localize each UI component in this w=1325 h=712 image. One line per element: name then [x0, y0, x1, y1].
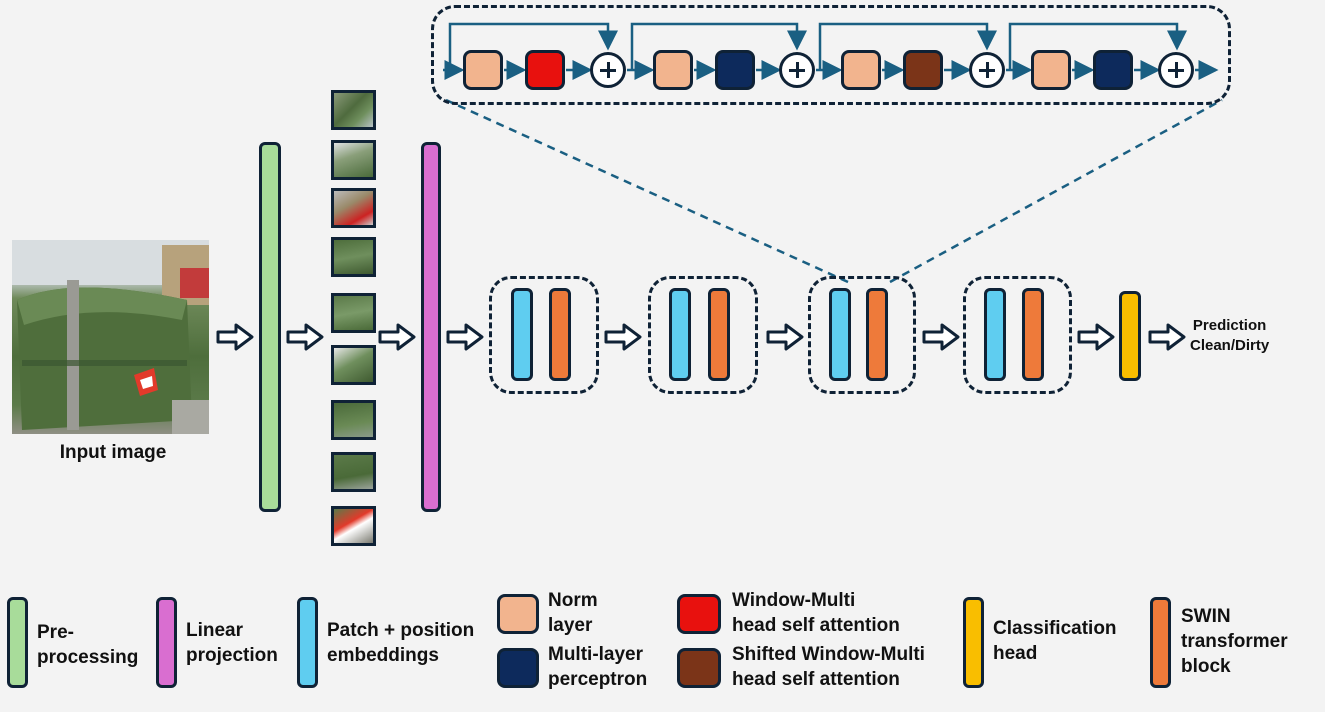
plus-circle-icon [590, 52, 626, 88]
legend-label-linear-projection: Linear projection [186, 618, 278, 668]
dumpster-illustration [12, 240, 209, 434]
legend-text: projection [186, 645, 278, 666]
legend-swatch-patch-embeddings [297, 597, 318, 688]
legend-text: block [1181, 656, 1231, 677]
plus-circle-icon [1158, 52, 1194, 88]
legend-swatch-classification-head [963, 597, 984, 688]
swin-stage-4 [963, 276, 1072, 394]
input-image [12, 240, 209, 434]
patch-embedding-bar [669, 288, 691, 381]
image-patch [331, 506, 376, 546]
legend-label-classification-head: Classification head [993, 616, 1117, 666]
legend-text: head self attention [732, 669, 900, 690]
image-patch [331, 400, 376, 440]
legend-label-swin-block: SWIN transformer block [1181, 604, 1288, 679]
legend-text: Multi-layer [548, 644, 644, 665]
image-patch [331, 140, 376, 180]
legend-swatch-norm-layer [497, 594, 539, 634]
legend-label-patch-embeddings: Patch + position embeddings [327, 618, 474, 668]
mlp-block [715, 50, 755, 90]
image-patch [331, 452, 376, 492]
legend-label-swmsa: Shifted Window-Multi head self attention [732, 642, 925, 692]
legend-text: SWIN [1181, 606, 1231, 627]
legend-text: layer [548, 615, 593, 636]
legend-text: Patch + position [327, 620, 475, 641]
swin-stage-3 [808, 276, 916, 394]
swmsa-block [903, 50, 943, 90]
prediction-line-1: Prediction [1192, 317, 1267, 334]
patch-embedding-bar [984, 288, 1006, 381]
image-patch [331, 90, 376, 130]
input-image-label: Input image [59, 442, 167, 463]
norm-layer-block [841, 50, 881, 90]
legend-label-mlp: Multi-layer perceptron [548, 642, 647, 692]
plus-circle-icon [969, 52, 1005, 88]
mlp-block [1093, 50, 1133, 90]
patch-embedding-bar [511, 288, 533, 381]
patch-embedding-bar [829, 288, 851, 381]
legend-text: transformer [1181, 631, 1288, 652]
legend-text: Classification [993, 618, 1117, 639]
norm-layer-block [1031, 50, 1071, 90]
image-patch [331, 237, 376, 277]
image-patch [331, 188, 376, 228]
image-patch [331, 293, 376, 333]
prediction-line-2: Clean/Dirty [1190, 337, 1270, 354]
legend-text: Norm [548, 590, 598, 611]
classification-head-bar [1119, 291, 1141, 381]
legend-text: Shifted Window-Multi [732, 644, 925, 665]
swin-detail-box [431, 5, 1231, 105]
swin-stage-1 [489, 276, 599, 394]
legend-swatch-swin-block [1150, 597, 1171, 688]
legend-text: Linear [186, 620, 244, 641]
legend-text: Pre- [37, 622, 74, 643]
wmsa-block [525, 50, 565, 90]
swin-block-bar [549, 288, 571, 381]
legend-swatch-mlp [497, 648, 539, 688]
legend-text: perceptron [548, 669, 648, 690]
norm-layer-block [653, 50, 693, 90]
legend-text: Window-Multi [732, 590, 856, 611]
linear-projection-bar [421, 142, 441, 512]
legend-swatch-wmsa [677, 594, 721, 634]
legend-text: head [993, 643, 1038, 664]
legend-swatch-swmsa [677, 648, 721, 688]
image-patch [331, 345, 376, 385]
swin-block-bar [708, 288, 730, 381]
legend-text: head self attention [732, 615, 900, 636]
legend-swatch-linear-projection [156, 597, 177, 688]
legend-label-norm-layer: Norm layer [548, 588, 598, 638]
legend-label-wmsa: Window-Multi head self attention [732, 588, 900, 638]
prediction-label: Prediction Clean/Dirty [1190, 316, 1269, 356]
norm-layer-block [463, 50, 503, 90]
swin-block-bar [1022, 288, 1044, 381]
swin-block-bar [866, 288, 888, 381]
plus-circle-icon [779, 52, 815, 88]
legend-swatch-preprocessing [7, 597, 28, 688]
preprocessing-bar [259, 142, 281, 512]
legend-label-preprocessing: Pre- processing [37, 620, 138, 670]
swin-stage-2 [648, 276, 758, 394]
legend-text: embeddings [327, 645, 439, 666]
legend-text: processing [37, 647, 139, 668]
